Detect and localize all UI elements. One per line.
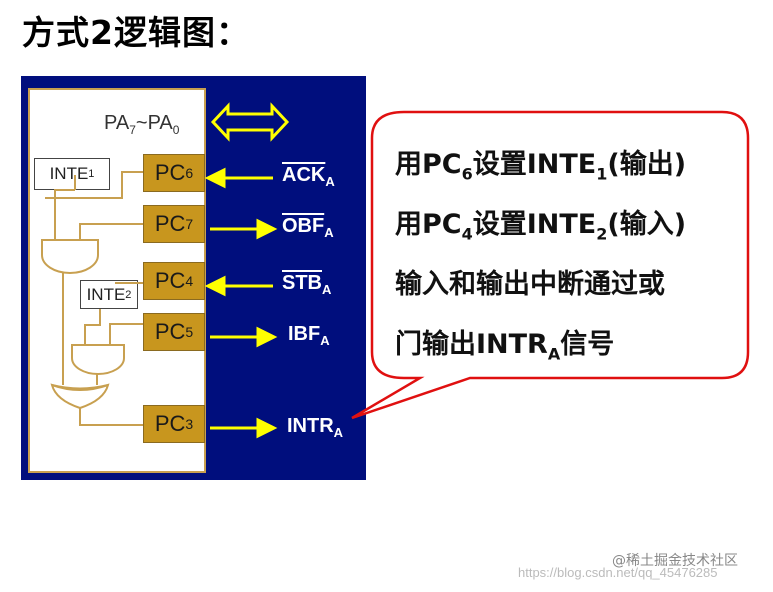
signal-obf: OBFA [282, 215, 334, 240]
signal-ack: ACKA [282, 164, 335, 189]
logic-wires [45, 171, 143, 426]
callout-line-1: 用PC6设置INTE1(输出) [395, 149, 687, 184]
signal-ibf: IBFA [288, 323, 330, 348]
signal-stb: STBA [282, 272, 332, 297]
and-gate-1 [41, 239, 99, 274]
juejin-watermark: @稀土掘金技术社区 [612, 553, 738, 569]
signal-arrows [204, 167, 278, 439]
callout-bubble [351, 110, 750, 420]
callout-line-4: 门输出INTRA信号 [395, 329, 615, 364]
and-gate-2 [71, 344, 125, 375]
bus-double-arrow [210, 102, 290, 142]
callout-line-2: 用PC4设置INTE2(输入) [395, 209, 687, 244]
page-title: 方式2逻辑图： [22, 13, 250, 52]
pa-label: PA7~PA0 [104, 112, 180, 137]
callout-line-3: 输入和输出中断通过或 [395, 269, 665, 300]
signal-intr: INTRA [287, 415, 344, 440]
csdn-watermark: https://blog.csdn.net/qq_45476285 [518, 565, 718, 580]
or-gate [50, 383, 110, 410]
